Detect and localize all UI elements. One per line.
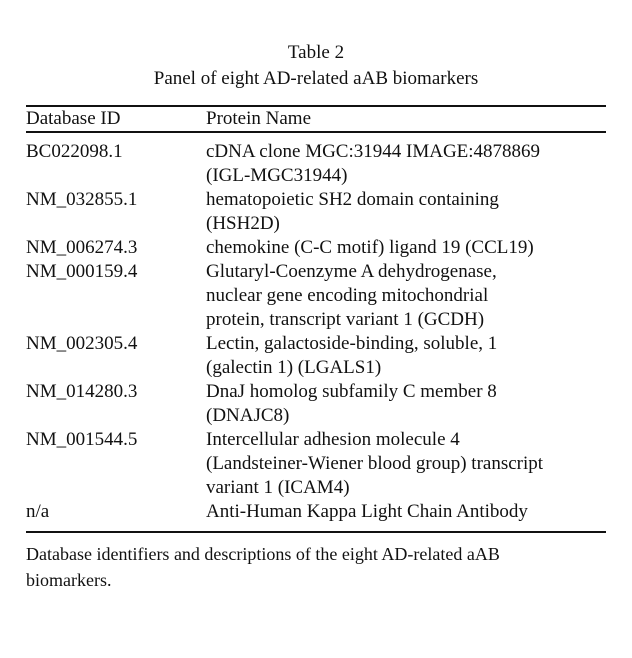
cell-database-id: NM_001544.5 (26, 429, 138, 450)
protein-name-line: Intercellular adhesion molecule 4 (206, 429, 460, 450)
cell-protein-name: DnaJ homolog subfamily C member 8 (DNAJC8… (206, 380, 606, 428)
footnote-line: biomarkers. (26, 570, 112, 590)
table-top-rule (26, 105, 606, 107)
protein-name-line: (Landsteiner-Wiener blood group) transcr… (206, 453, 544, 474)
table-header-rule (26, 131, 606, 133)
cell-protein-name: cDNA clone MGC:31944 IMAGE:4878869 (IGL-M… (206, 133, 606, 188)
protein-name-line: chemokine (C-C motif) ligand 19 (CCL19) (206, 237, 534, 258)
cell-protein-name: Glutaryl-Coenzyme A dehydrogenase, nuclea… (206, 260, 606, 332)
cell-database-id: NM_014280.3 (26, 381, 138, 402)
cell-database-id: BC022098.1 (26, 141, 123, 162)
protein-name-line: cDNA clone MGC:31944 IMAGE:4878869 (206, 141, 541, 162)
column-header-database-id: Database ID (26, 108, 121, 129)
biomarker-table-grid: Database ID Protein Name (26, 107, 606, 131)
protein-name-line: hematopoietic SH2 domain containing (206, 189, 499, 210)
cell-protein-name: Lectin, galactoside-binding, soluble, 1 (… (206, 332, 606, 380)
table-row: n/a Anti-Human Kappa Light Chain Antibody (26, 500, 606, 531)
protein-name-line: (HSH2D) (206, 213, 280, 234)
column-header-protein-name: Protein Name (206, 108, 312, 129)
protein-name-line: Anti-Human Kappa Light Chain Antibody (206, 501, 528, 522)
biomarker-table: Database ID Protein Name BC022098.1 cDNA … (26, 92, 606, 533)
protein-name-line: (galectin 1) (LGALS1) (206, 357, 382, 378)
table-caption-label: Table 2 (287, 42, 345, 63)
table-row: BC022098.1 cDNA clone MGC:31944 IMAGE:487… (26, 133, 606, 188)
footnote-line: Database identifiers and descriptions of… (26, 544, 500, 564)
table-header: Database ID Protein Name (26, 107, 606, 131)
biomarker-table-body: BC022098.1 cDNA clone MGC:31944 IMAGE:487… (26, 133, 606, 531)
protein-name-line: Lectin, galactoside-binding, soluble, 1 (206, 333, 498, 354)
protein-name-line: DnaJ homolog subfamily C member 8 (206, 381, 497, 402)
table-footnote: Database identifiers and descriptions of… (26, 533, 606, 593)
cell-database-id: NM_000159.4 (26, 261, 138, 282)
table-row: NM_014280.3 DnaJ homolog subfamily C memb… (26, 380, 606, 428)
table-row: NM_000159.4 Glutaryl-Coenzyme A dehydroge… (26, 260, 606, 332)
cell-protein-name: Intercellular adhesion molecule 4 (Landst… (206, 428, 606, 500)
protein-name-line: (IGL-MGC31944) (206, 165, 348, 186)
cell-database-id: NM_006274.3 (26, 237, 138, 258)
table-row: NM_006274.3 chemokine (C-C motif) ligand … (26, 236, 606, 260)
table-caption: Table 2 Panel of eight AD-related aAB bi… (0, 0, 632, 92)
cell-database-id: NM_032855.1 (26, 189, 138, 210)
table-bottom-rule (26, 531, 606, 533)
cell-protein-name: chemokine (C-C motif) ligand 19 (CCL19) (206, 236, 606, 260)
table-row: NM_032855.1 hematopoietic SH2 domain cont… (26, 188, 606, 236)
table-row: NM_002305.4 Lectin, galactoside-binding, … (26, 332, 606, 380)
table-body: BC022098.1 cDNA clone MGC:31944 IMAGE:487… (26, 133, 606, 531)
protein-name-line: nuclear gene encoding mitochondrial (206, 285, 489, 306)
protein-name-line: (DNAJC8) (206, 405, 290, 426)
cell-protein-name: hematopoietic SH2 domain containing (HSH2… (206, 188, 606, 236)
protein-name-line: variant 1 (ICAM4) (206, 477, 350, 498)
cell-database-id: n/a (26, 501, 50, 522)
protein-name-line: Glutaryl-Coenzyme A dehydrogenase, (206, 261, 497, 282)
protein-name-line: protein, transcript variant 1 (GCDH) (206, 309, 485, 330)
table-row: NM_001544.5 Intercellular adhesion molecu… (26, 428, 606, 500)
table-header-row: Database ID Protein Name (26, 107, 606, 131)
cell-protein-name: Anti-Human Kappa Light Chain Antibody (206, 500, 606, 531)
cell-database-id: NM_002305.4 (26, 333, 138, 354)
table-caption-title: Panel of eight AD-related aAB biomarkers (153, 68, 479, 89)
